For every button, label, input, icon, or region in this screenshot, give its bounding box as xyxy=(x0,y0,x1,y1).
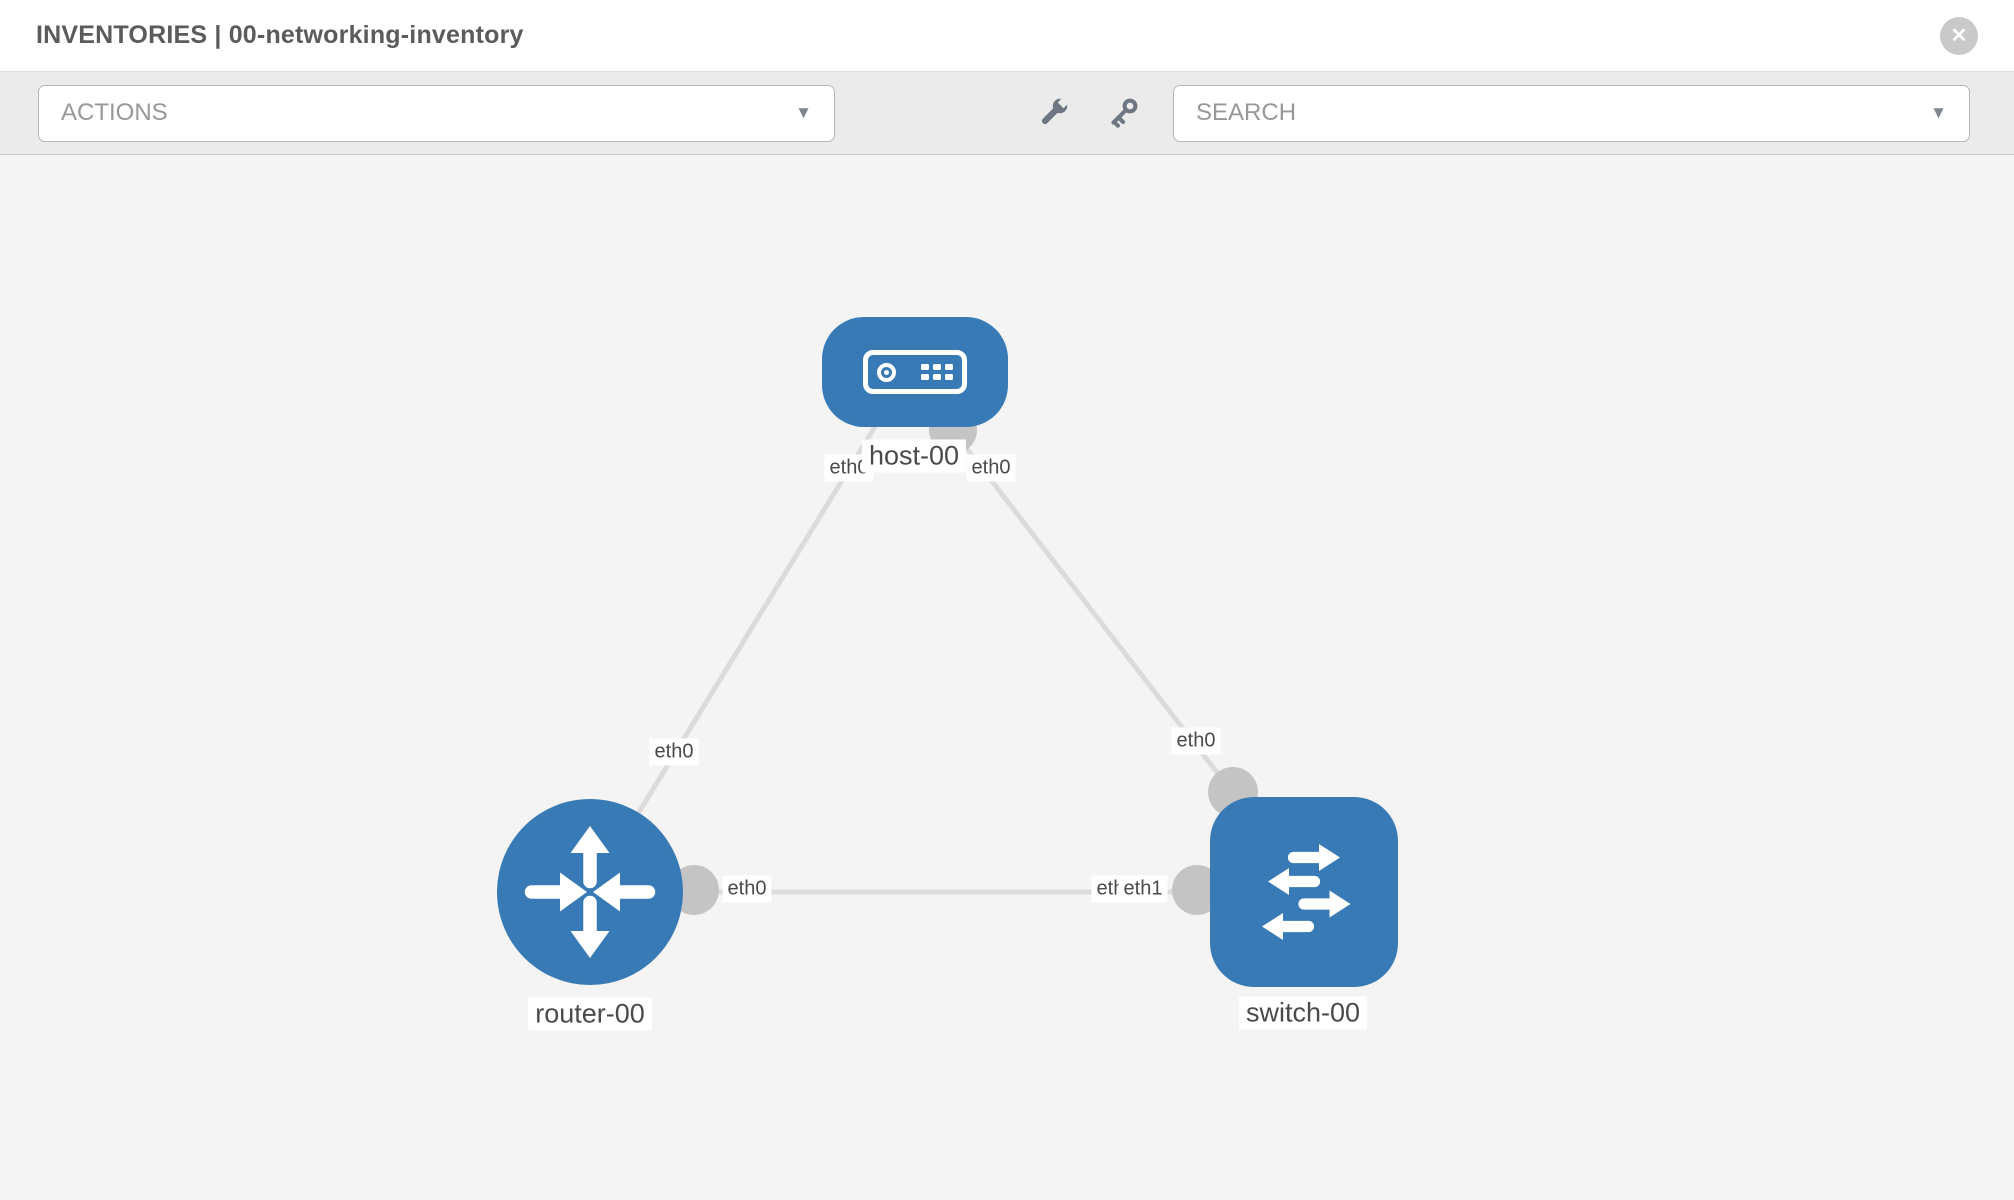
node-label-switch: switch-00 xyxy=(1238,996,1368,1030)
topology-canvas[interactable]: host-00 router-00 switch-00 eth0 eth0 et… xyxy=(0,155,2014,1200)
search-dropdown[interactable]: SEARCH ▼ xyxy=(1173,84,1970,142)
chevron-down-icon: ▼ xyxy=(1930,103,1947,122)
actions-dropdown[interactable]: ACTIONS ▼ xyxy=(38,84,835,142)
actions-dropdown-label: ACTIONS xyxy=(61,99,168,126)
iface-label-switch-left-eth1: eth1 xyxy=(1118,875,1168,903)
node-label-host: host-00 xyxy=(861,439,967,473)
close-button[interactable]: ✕ xyxy=(1940,16,1978,55)
host-icon xyxy=(863,350,967,394)
node-switch-00[interactable] xyxy=(1210,797,1398,987)
node-host-00[interactable] xyxy=(822,317,1008,427)
iface-label-router-right: eth0 xyxy=(722,875,772,903)
iface-label-router-top: eth0 xyxy=(649,738,699,766)
chevron-down-icon: ▼ xyxy=(795,103,812,122)
key-icon xyxy=(1111,98,1138,128)
credentials-button[interactable] xyxy=(1101,91,1145,135)
iface-label-switch-top: eth0 xyxy=(1171,727,1221,755)
router-icon xyxy=(524,826,656,958)
close-icon: ✕ xyxy=(1950,25,1968,47)
wrench-icon xyxy=(1041,97,1069,125)
search-dropdown-label: SEARCH xyxy=(1196,99,1297,126)
node-router-00[interactable] xyxy=(497,799,683,985)
topology-links-layer xyxy=(587,406,1304,915)
switch-icon xyxy=(1262,844,1351,940)
iface-label-host-right: eth0 xyxy=(966,454,1016,482)
connector-switch-left xyxy=(1172,865,1222,915)
page-title: INVENTORIES | 00-networking-inventory xyxy=(36,21,524,49)
toolbar: ACTIONS ▼ SEARCH ▼ xyxy=(0,71,2014,155)
configure-button[interactable] xyxy=(1031,91,1075,135)
header-bar: INVENTORIES | 00-networking-inventory ✕ xyxy=(0,0,2014,71)
node-label-router: router-00 xyxy=(528,997,652,1031)
